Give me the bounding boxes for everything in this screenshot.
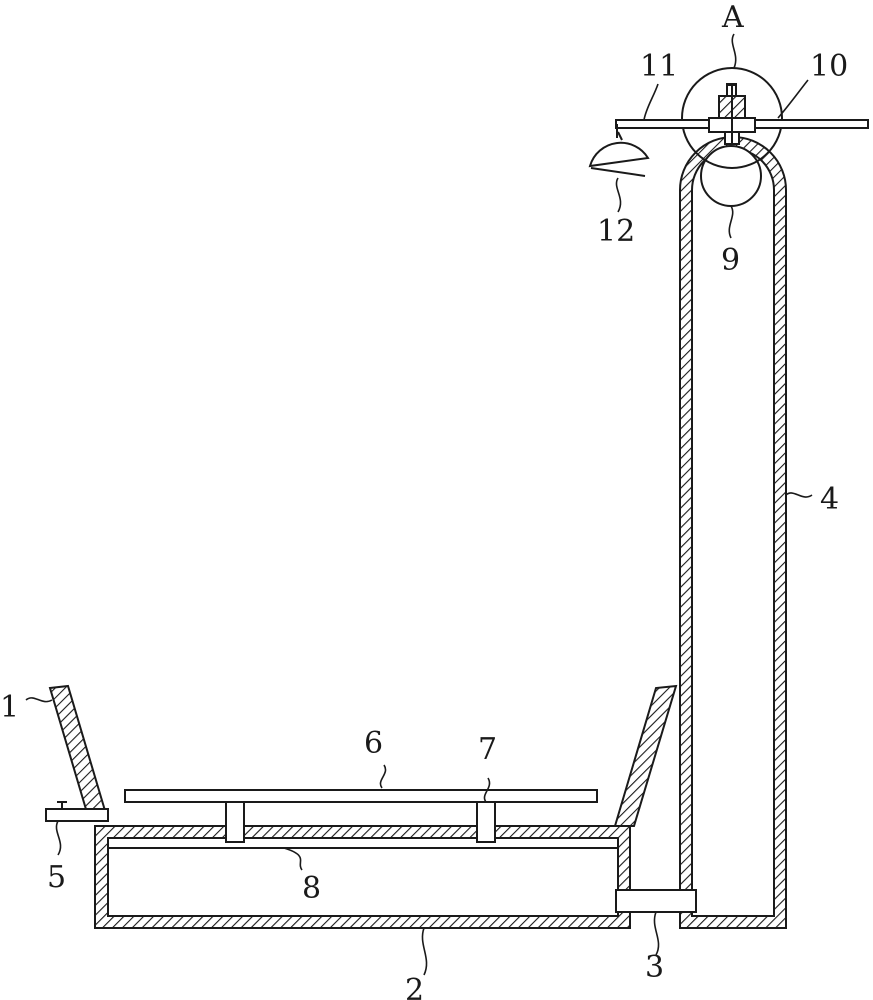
clamp-assembly (708, 83, 756, 145)
label-6: 6 (364, 726, 383, 761)
label-9: 9 (721, 243, 740, 278)
label-12: 12 (597, 214, 635, 249)
connector-3 (615, 889, 697, 913)
detail-circle-a (681, 67, 783, 169)
valve-5 (45, 801, 109, 822)
basin-plate-8 (107, 837, 619, 849)
label-11: 11 (640, 49, 678, 84)
label-4: 4 (820, 482, 839, 517)
left-wall (48, 684, 108, 818)
label-3: 3 (645, 950, 664, 985)
leader-lines (25, 33, 813, 976)
label-7: 7 (478, 732, 497, 767)
label-1: 1 (0, 690, 19, 725)
top-plate-6 (124, 789, 598, 803)
arm-10 (739, 119, 869, 129)
support-left (225, 801, 245, 843)
label-8: 8 (302, 871, 321, 906)
label-10: 10 (810, 49, 848, 84)
pulley-wheel (700, 145, 762, 207)
support-right (476, 801, 496, 843)
right-wall (613, 684, 678, 827)
lamp (588, 131, 650, 177)
label-2: 2 (405, 973, 424, 1000)
label-5: 5 (47, 860, 66, 895)
label-a: A (721, 0, 744, 35)
arm-11 (615, 119, 725, 138)
